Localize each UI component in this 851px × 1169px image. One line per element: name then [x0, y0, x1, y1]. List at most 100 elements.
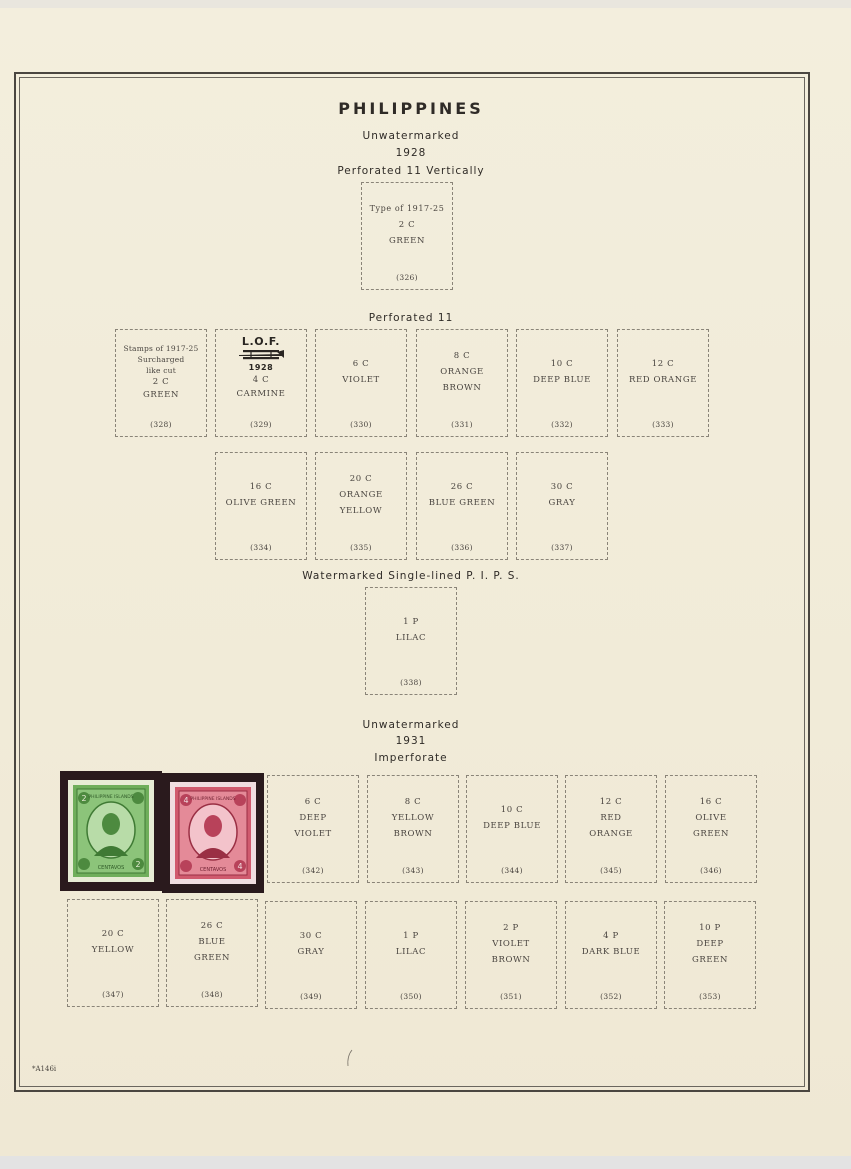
catalog-number: (337): [551, 543, 573, 552]
catalog-number: (346): [700, 866, 722, 875]
catalog-number: (326): [396, 273, 418, 282]
space-description-line: LILAC: [395, 633, 427, 643]
section-watermarked: Watermarked Single-lined P. I. P. S.: [302, 570, 520, 582]
stamp-currency: CENTAVOS: [200, 867, 227, 873]
stamp-space-330[interactable]: 6 C VIOLET (330): [315, 329, 407, 437]
space-description-line: GREEN: [142, 389, 180, 400]
space-description: 1 P LILAC: [368, 588, 454, 672]
space-description-line: 8 C: [404, 797, 422, 807]
space-description-line: 1 P: [403, 931, 419, 941]
section-1931-watermark: Unwatermarked: [362, 719, 460, 731]
catalog-number: (347): [102, 990, 124, 999]
mckinley-4c-stamp-icon: 4 4 PHILIPPINE ISLANDS CENTAVOS: [170, 782, 256, 884]
stamp-space-333[interactable]: 12 C RED ORANGE (333): [617, 329, 709, 437]
catalog-number: (331): [451, 420, 473, 429]
space-description-line: 10 C: [550, 359, 574, 369]
space-description-line: 30 C: [299, 931, 323, 941]
space-description-line: 2 P: [503, 923, 519, 933]
stamp-mount-green[interactable]: 2 2 PHILIPPINE ISLANDS CENTAVOS: [60, 771, 162, 891]
catalog-number: (335): [350, 543, 372, 552]
space-description-line: 10 C: [500, 805, 524, 815]
stamp-currency: CENTAVOS: [98, 865, 125, 871]
section-1931-imperforate: Imperforate: [374, 752, 448, 764]
space-description-line: 2 C: [152, 376, 170, 387]
space-description-line: 2 C: [398, 220, 416, 230]
space-description-line: 6 C: [352, 359, 370, 369]
catalog-number: (344): [501, 866, 523, 875]
space-description-line: like cut: [146, 365, 176, 375]
stamp-value: 2: [135, 860, 140, 869]
catalog-number: (351): [500, 992, 522, 1001]
catalog-number: (336): [451, 543, 473, 552]
catalog-number: (330): [350, 420, 372, 429]
space-description-line: Surcharged: [137, 354, 185, 364]
space-description-line: BROWN: [393, 829, 433, 839]
space-description-line: GRAY: [297, 947, 325, 957]
space-description-line: 4 P: [603, 931, 619, 941]
stamp-mount-red[interactable]: 4 4 PHILIPPINE ISLANDS CENTAVOS: [162, 773, 264, 893]
section-perforated-11: Perforated 11: [368, 312, 454, 324]
space-description: 30 C GRAY: [268, 902, 354, 986]
space-description-line: VIOLET: [342, 375, 380, 385]
stamp-value: 4: [237, 862, 242, 871]
overprint-year: 1928: [248, 363, 274, 372]
space-description-line: 8 C: [453, 351, 471, 361]
space-description-line: 4 C: [252, 375, 270, 385]
space-description-line: ORANGE: [589, 829, 633, 839]
space-description-line: BROWN: [491, 955, 531, 965]
space-description: 12 C RED ORANGE: [620, 330, 706, 414]
stamp-country: PHILIPPINE ISLANDS: [190, 796, 235, 802]
space-description-line: 12 C: [599, 797, 623, 807]
space-description-line: YELLOW: [91, 945, 135, 955]
space-description-line: RED ORANGE: [628, 375, 698, 385]
catalog-number: (333): [652, 420, 674, 429]
catalog-number: (350): [400, 992, 422, 1001]
header-watermark-line: Unwatermarked: [362, 130, 460, 142]
space-description-line: ORANGE: [440, 367, 484, 377]
biplane-icon: [239, 350, 284, 360]
space-description-line: 1 P: [403, 617, 419, 627]
space-description-line: CARMINE: [236, 389, 286, 399]
space-description-line: VIOLET: [294, 829, 332, 839]
space-description-line: ORANGE: [339, 490, 383, 500]
space-description-line: 12 C: [651, 359, 675, 369]
space-description-line: GREEN: [388, 236, 426, 246]
